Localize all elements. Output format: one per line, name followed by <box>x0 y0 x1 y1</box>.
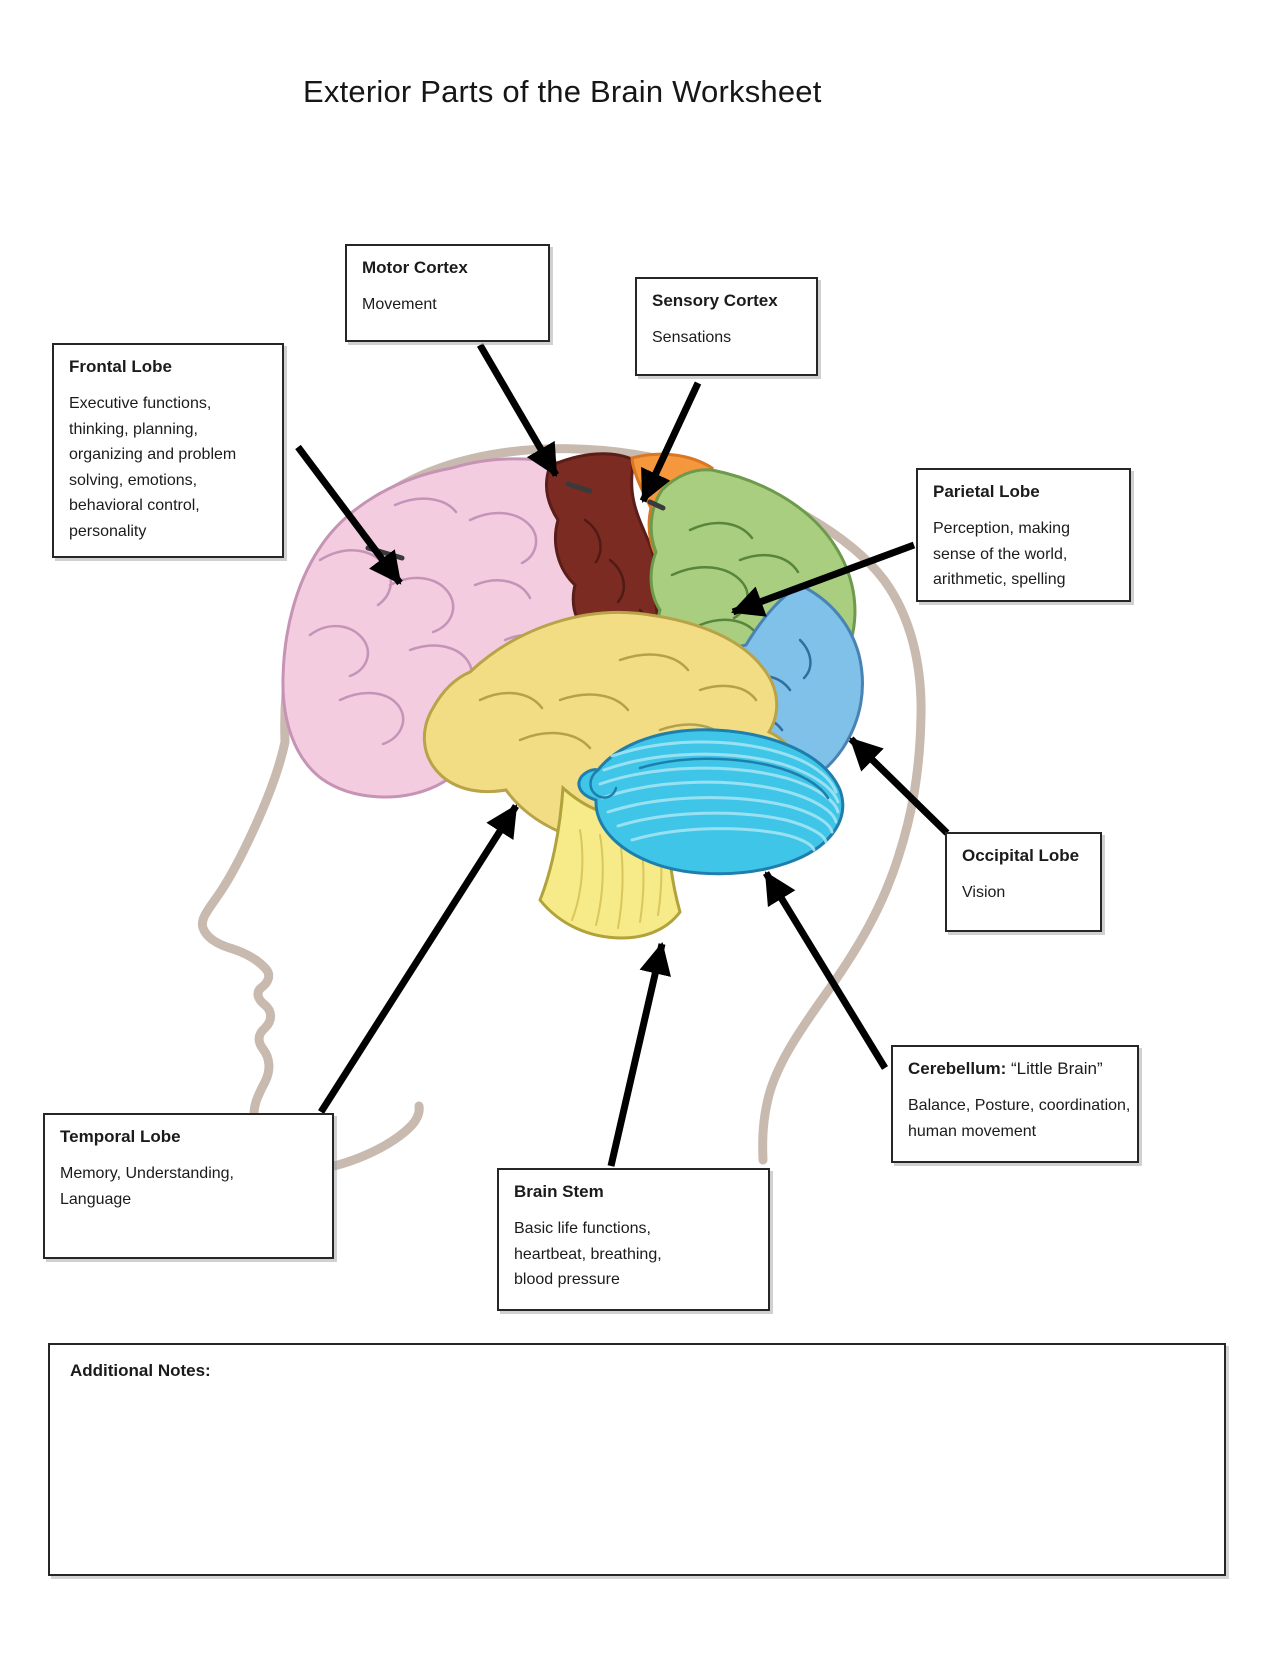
sensory-cortex-arrow <box>639 381 702 503</box>
label-body-line: behavioral control, <box>69 497 200 514</box>
pointer-arrows <box>295 343 950 1167</box>
label-box-brain-stem: Brain Stem Basic life functions, heartbe… <box>497 1168 770 1311</box>
temporal-lobe-arrow <box>318 804 519 1114</box>
label-body-line: Vision <box>962 884 1006 901</box>
label-body-line: solving, emotions, <box>69 471 198 489</box>
parietal-lobe-arrow <box>731 541 916 617</box>
page-title: Exterior Parts of the Brain Worksheet <box>303 74 822 109</box>
label-body-line: Language <box>60 1190 132 1208</box>
cerebellum-shape <box>577 728 845 876</box>
additional-notes-box: Additional Notes: <box>48 1343 1226 1576</box>
label-body-line: organizing and problem <box>69 446 237 463</box>
label-body-line: sense of the world, <box>933 545 1068 563</box>
label-body-line: personality <box>69 522 147 540</box>
label-body-line: Basic life functions, <box>514 1220 651 1237</box>
label-box-occipital-lobe: Occipital Lobe Vision <box>945 832 1102 932</box>
label-body-line: blood pressure <box>514 1271 620 1288</box>
motor-cortex-arrow <box>476 343 560 477</box>
label-title: Frontal Lobe <box>69 357 172 376</box>
occipital-lobe-arrow <box>848 736 950 836</box>
label-body-line: thinking, planning, <box>69 420 198 438</box>
frontal-lobe-arrow <box>295 444 403 586</box>
label-title: Brain Stem <box>514 1182 604 1201</box>
label-body-line: Movement <box>362 296 437 313</box>
label-title: Occipital Lobe <box>962 846 1080 865</box>
label-body-line: Perception, making <box>933 520 1070 537</box>
label-box-frontal-lobe: Frontal Lobe Executive functions, thinki… <box>52 343 284 558</box>
label-box-cerebellum: Cerebellum: “Little Brain” Balance, Post… <box>891 1045 1139 1163</box>
brain-stem-arrow <box>607 941 671 1167</box>
cerebellum-arrow <box>763 871 888 1070</box>
label-body-line: human movement <box>908 1122 1037 1140</box>
label-body-line: Memory, Understanding, <box>60 1165 234 1182</box>
label-title: Sensory Cortex <box>652 291 778 310</box>
label-title: Parietal Lobe <box>933 482 1040 501</box>
label-body-line: Sensations <box>652 329 732 346</box>
label-title-suffix: “Little Brain” <box>1010 1059 1103 1078</box>
label-body-line: arithmetic, spelling <box>933 571 1066 588</box>
label-body-line: Executive functions, <box>69 395 212 412</box>
label-title: Cerebellum: “Little Brain” <box>908 1059 1122 1079</box>
label-title: Temporal Lobe <box>60 1127 181 1146</box>
label-body-line: heartbeat, breathing, <box>514 1245 662 1263</box>
brain-illustration <box>281 452 864 940</box>
label-body-line: Balance, Posture, coordination, <box>908 1097 1131 1114</box>
label-box-motor-cortex: Motor Cortex Movement <box>345 244 550 342</box>
label-box-sensory-cortex: Sensory Cortex Sensations <box>635 277 818 376</box>
label-box-temporal-lobe: Temporal Lobe Memory, Understanding, Lan… <box>43 1113 334 1259</box>
label-title-bold: Cerebellum: <box>908 1059 1007 1078</box>
additional-notes-label: Additional Notes: <box>70 1361 211 1380</box>
label-box-parietal-lobe: Parietal Lobe Perception, making sense o… <box>916 468 1131 602</box>
label-title: Motor Cortex <box>362 258 468 277</box>
